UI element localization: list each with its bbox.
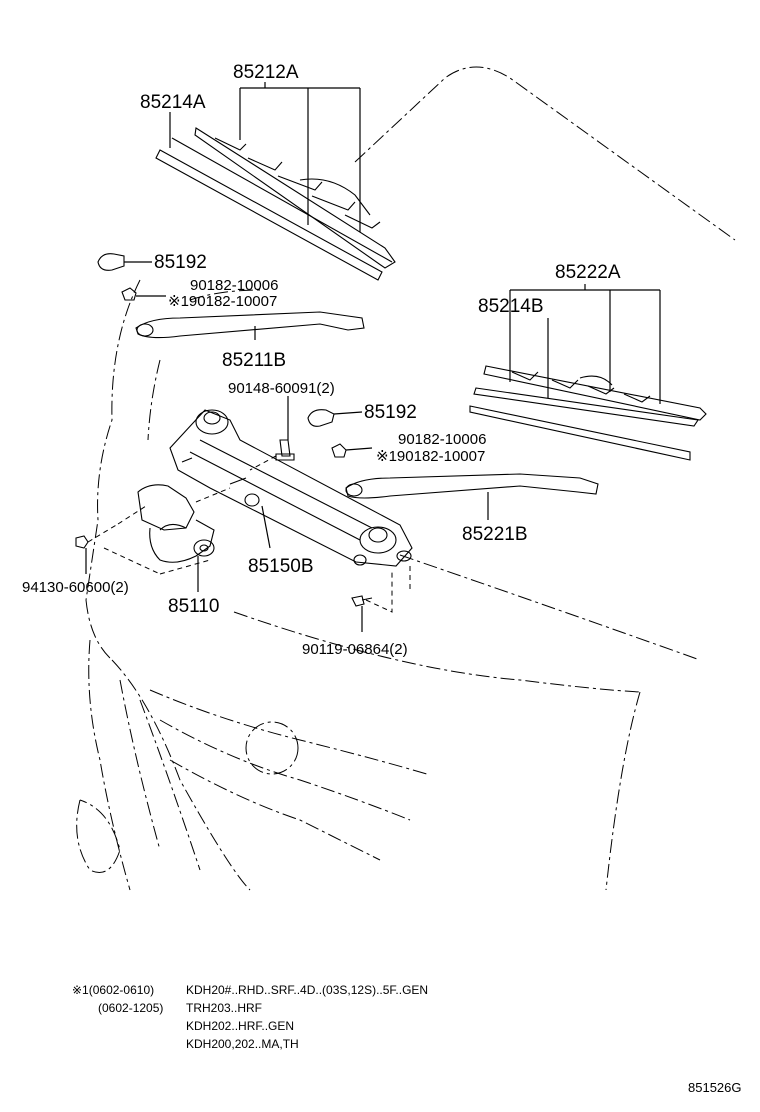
- note-line2-text: TRH203..HRF: [186, 1001, 262, 1015]
- label-85211B: 85211B: [222, 350, 286, 371]
- nut-cap-lower: [307, 409, 335, 427]
- note-line3-text: KDH202..HRF..GEN: [186, 1019, 294, 1033]
- label-90182-10006-lower: 90182-10006: [398, 431, 486, 448]
- nut-cap-upper: [97, 253, 125, 271]
- label-85192-upper: 85192: [154, 252, 207, 273]
- note-line1-code: ※1(0602-0610): [72, 983, 154, 997]
- wiper-arm-rh: [345, 473, 599, 499]
- wiper-link-assembly: [169, 409, 413, 567]
- wiper-arm-lh: [135, 311, 365, 339]
- blade-assembly-rh: [469, 365, 707, 461]
- label-90182-10007-lower: ※190182-10007: [376, 448, 485, 465]
- label-85192-lower: 85192: [364, 402, 417, 423]
- label-94130-60600: 94130-60600(2): [22, 579, 129, 596]
- leader-lines: [85, 82, 661, 632]
- nut-lower: [331, 443, 347, 458]
- nut-upper: [121, 287, 137, 301]
- label-85110: 85110: [168, 596, 219, 617]
- label-90182-10007-upper: ※190182-10007: [168, 293, 277, 310]
- label-90182-10006-upper: 90182-10006: [190, 277, 278, 294]
- applicability-notes: ※1(0602-0610) KDH20#..RHD..SRF..4D..(03S…: [72, 983, 428, 1051]
- label-85214A: 85214A: [140, 92, 206, 113]
- nut-motor: [75, 535, 89, 549]
- label-85214B: 85214B: [478, 296, 544, 317]
- figure-reference: 851526G: [688, 1080, 742, 1095]
- blade-assembly-lh: [155, 127, 396, 281]
- label-85150B: 85150B: [248, 556, 314, 577]
- bolt-link-lower: [351, 595, 373, 607]
- installation-guide-lines: [87, 455, 411, 613]
- label-85222A: 85222A: [555, 262, 621, 283]
- note-line4-text: KDH200,202..MA,TH: [186, 1037, 299, 1051]
- label-85221B: 85221B: [462, 524, 528, 545]
- note-line2-code: (0602-1205): [98, 1001, 163, 1015]
- vehicle-outline: [76, 66, 736, 891]
- callout-labels: 85212A 85214A 85192 90182-10006 ※190182-…: [22, 62, 621, 658]
- note-line1-text: KDH20#..RHD..SRF..4D..(03S,12S)..5F..GEN: [186, 983, 428, 997]
- label-85212A: 85212A: [233, 62, 299, 83]
- label-90148-60091: 90148-60091(2): [228, 380, 335, 397]
- bolt-link: [275, 439, 295, 461]
- wiper-motor: [137, 484, 215, 563]
- label-90119-06864: 90119-06864(2): [302, 641, 408, 658]
